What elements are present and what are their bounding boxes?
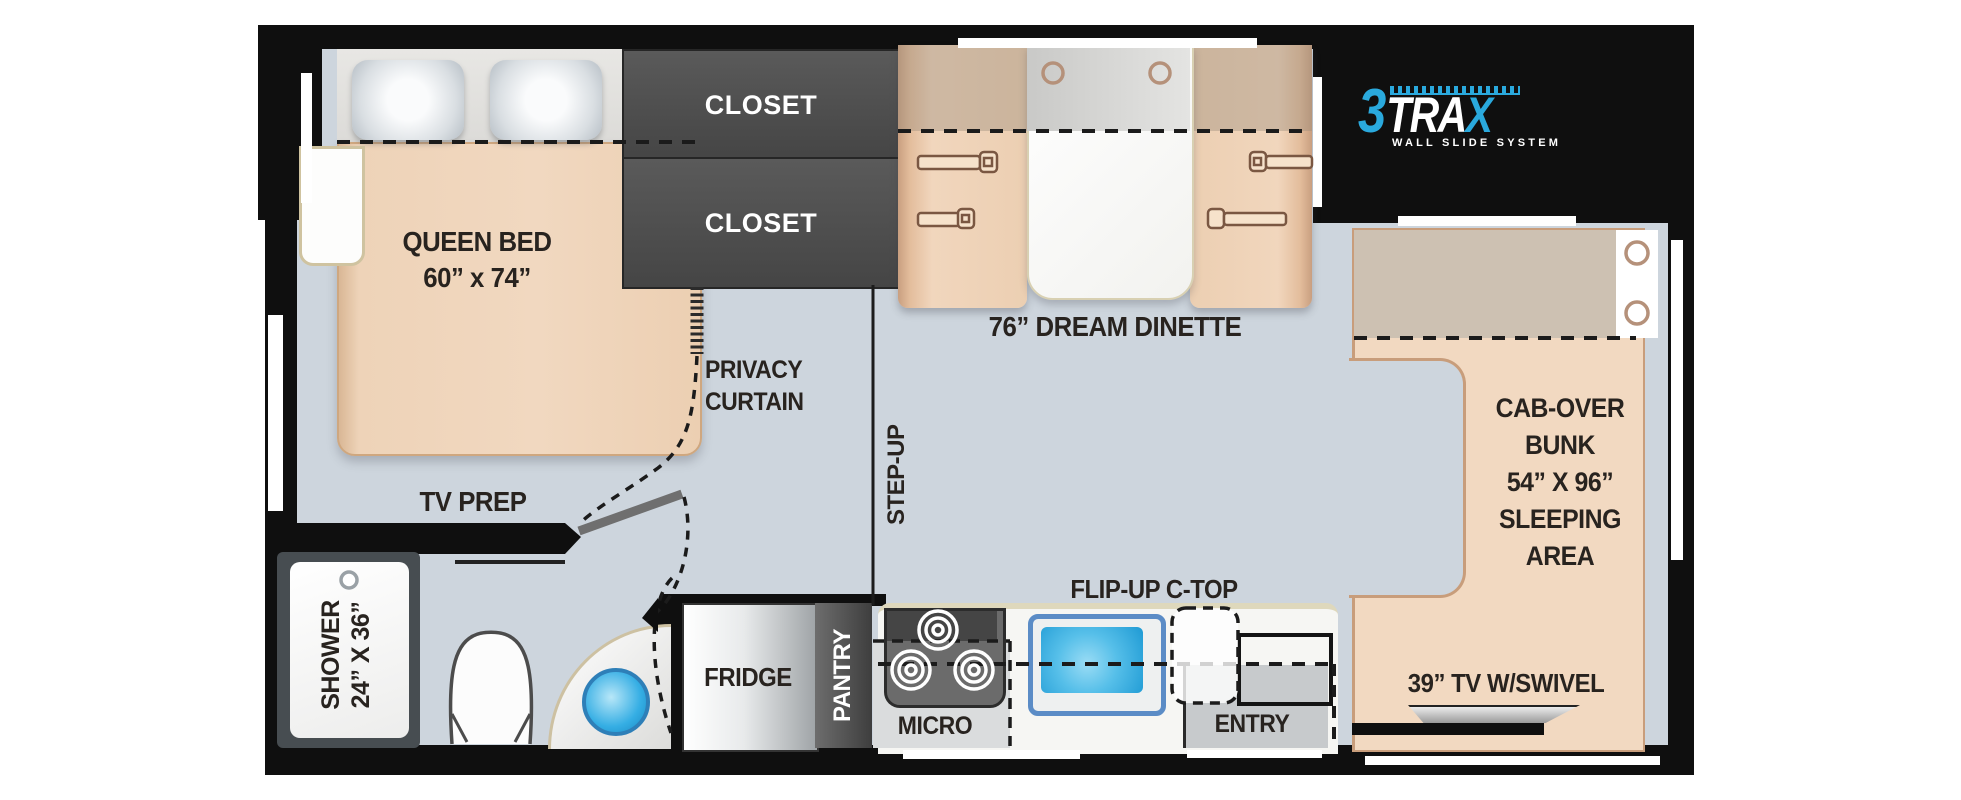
- bottom-window-entry: [1187, 750, 1322, 758]
- entry-label: ENTRY: [1214, 710, 1290, 738]
- kitchen-sink-basin: [1041, 627, 1143, 693]
- dinette-side-window: [1313, 77, 1322, 207]
- dinette-window: [958, 38, 1257, 48]
- privacy-curtain-label-line2: CURTAIN: [705, 388, 804, 416]
- cab-over-label-block: CAB-OVER BUNK 54” X 96” SLEEPING AREA: [1463, 390, 1656, 575]
- tv-prep-label: TV PREP: [419, 486, 527, 517]
- privacy-curtain-label-line1: PRIVACY: [705, 356, 803, 384]
- dinette-bench-left: [898, 45, 1027, 308]
- shower-label-line2: 24” X 36”: [347, 601, 375, 709]
- 3trax-logo: 3 TRA X WALL SLIDE SYSTEM: [1358, 77, 1558, 156]
- closet-bottom-label: CLOSET: [704, 207, 818, 238]
- cooktop-back-band: [887, 611, 997, 641]
- bedroom-slide-window: [301, 73, 312, 203]
- pantry-text: PANTRY: [829, 629, 856, 723]
- cab-label-line2: BUNK: [1525, 430, 1595, 460]
- step-up-text: STEP-UP: [883, 424, 910, 526]
- flip-up-label: FLIP-UP C-TOP: [1070, 574, 1238, 604]
- bathroom-top-wall: [265, 523, 565, 554]
- closet-bottom: CLOSET: [622, 157, 900, 289]
- queen-bed-label-line2: 60” x 74”: [423, 262, 531, 293]
- logo-x: X: [1465, 87, 1493, 143]
- bottom-window-kitchen: [903, 750, 1080, 759]
- bathroom-sink-bowl: [582, 668, 650, 736]
- tv-mount-bar: [1352, 723, 1544, 735]
- cab-floor-notch: [1349, 358, 1466, 598]
- pantry-label: PANTRY: [826, 608, 860, 744]
- pillow-left: [352, 60, 464, 140]
- logo-tagline: WALL SLIDE SYSTEM: [1392, 137, 1562, 149]
- shower-pan: [290, 562, 409, 738]
- tv-swivel-shape: [1408, 705, 1580, 723]
- shower-label-line1: SHOWER: [317, 600, 345, 710]
- shower-label-block: SHOWER 24” X 36”: [316, 570, 376, 740]
- cab-black-backdrop: [1313, 25, 1694, 223]
- dinette-bench-left-slide-zone: [898, 45, 1027, 131]
- cab-front-window: [1398, 216, 1576, 226]
- logo-tra: TRA: [1386, 87, 1467, 143]
- cab-label-line3: 54” X 96”: [1506, 467, 1614, 497]
- micro-label: MICRO: [897, 712, 973, 740]
- slide-track-icon: [1390, 86, 1520, 95]
- fridge-label: FRIDGE: [704, 662, 792, 692]
- cab-label-line5: AREA: [1525, 541, 1595, 571]
- dinette-label: 76” DREAM DINETTE: [988, 311, 1242, 342]
- cab-label-line4: SLEEPING: [1499, 504, 1621, 534]
- tv-swivel-label: 39” TV W/SWIVEL: [1407, 668, 1605, 698]
- cab-belt-strip: [1616, 230, 1658, 338]
- step-up-label: STEP-UP: [880, 400, 914, 550]
- dinette-bench-right-slide-zone: [1190, 45, 1312, 131]
- entry-landing: [1237, 633, 1333, 706]
- closet-top-label: CLOSET: [704, 89, 818, 120]
- logo-3: 3: [1358, 77, 1387, 146]
- dinette-bench-right: [1190, 45, 1312, 308]
- cab-side-window: [1671, 240, 1683, 560]
- bedroom-side-window: [268, 315, 283, 511]
- pillow-right: [490, 60, 602, 140]
- closet-top: CLOSET: [622, 49, 900, 161]
- queen-bed-label-line1: QUEEN BED: [402, 226, 552, 257]
- dinette-table-slide-zone: [1027, 45, 1190, 131]
- bottom-window-cab: [1365, 756, 1660, 765]
- cab-over-bunk-upper: [1354, 230, 1638, 338]
- cab-label-line1: CAB-OVER: [1495, 393, 1625, 423]
- pantry: [815, 603, 872, 748]
